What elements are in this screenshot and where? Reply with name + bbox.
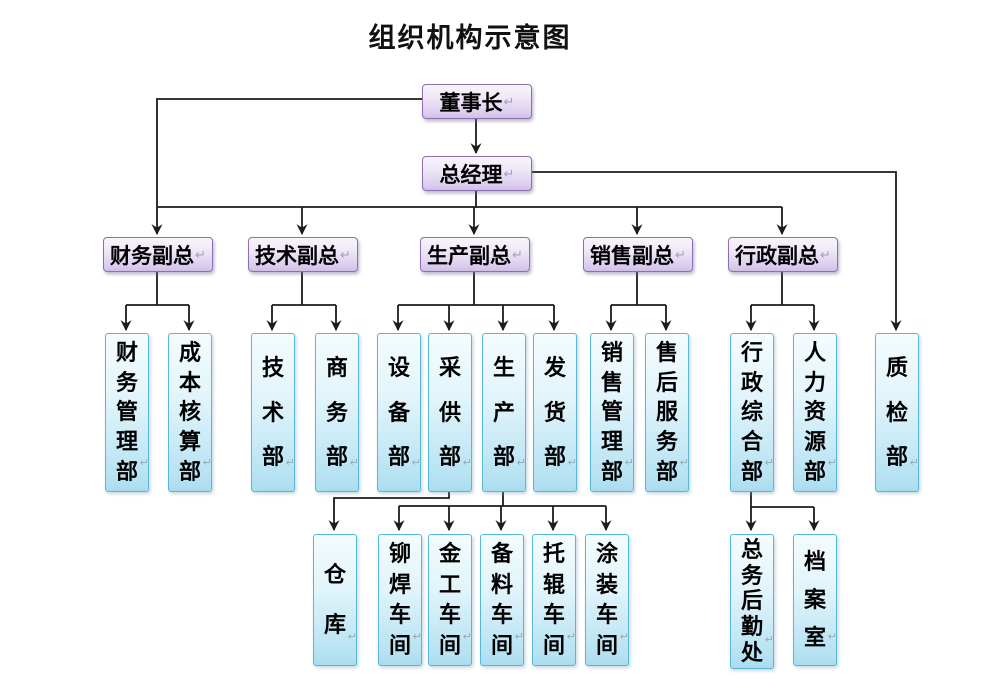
node-label: 托辊车间: [542, 541, 565, 658]
node-label: 金工车间: [438, 541, 461, 658]
node-label: 行政综合部: [740, 339, 763, 485]
paragraph-mark-icon: ↵: [567, 457, 577, 469]
paragraph-mark-icon: ↵: [195, 246, 206, 262]
paragraph-mark-icon: ↵: [202, 457, 212, 469]
paragraph-mark-icon: ↵: [411, 457, 421, 469]
node-dept-production: 生产部↵: [482, 333, 526, 492]
paragraph-mark-icon: ↵: [462, 631, 472, 643]
paragraph-mark-icon: ↵: [503, 93, 515, 109]
node-label: 技术部: [261, 354, 284, 470]
node-chairman: 董事长↵: [422, 84, 532, 119]
node-dept-purchasing: 采供部↵: [428, 333, 472, 492]
paragraph-mark-icon: ↵: [514, 631, 524, 643]
paragraph-mark-icon: ↵: [827, 457, 837, 469]
node-label: 财务副总: [110, 244, 195, 268]
paragraph-mark-icon: ↵: [340, 246, 351, 262]
node-general-manager: 总经理↵: [422, 156, 532, 191]
paragraph-mark-icon: ↵: [675, 246, 686, 262]
node-label: 采供部: [438, 354, 461, 470]
paragraph-mark-icon: ↵: [512, 246, 523, 262]
node-dept-after-sales: 售后服务部↵: [645, 333, 689, 492]
paragraph-mark-icon: ↵: [827, 631, 837, 643]
node-dept-shipping: 发货部↵: [533, 333, 577, 492]
paragraph-mark-icon: ↵: [462, 457, 472, 469]
paragraph-mark-icon: ↵: [139, 457, 149, 469]
node-workshop-materials: 备料车间↵: [480, 534, 524, 666]
node-vp-tech: 技术副总↵: [248, 237, 358, 272]
node-label: 售后服务部: [655, 339, 678, 485]
chart-title: 组织机构示意图: [368, 23, 572, 53]
node-workshop-metalwork: 金工车间↵: [428, 534, 472, 666]
node-dept-tech: 技术部↵: [251, 333, 295, 492]
node-label: 总务后勤处: [740, 536, 763, 666]
node-label: 铆焊车间: [388, 541, 411, 658]
node-label: 发货部: [543, 354, 566, 470]
node-vp-finance: 财务副总↵: [103, 237, 213, 272]
paragraph-mark-icon: ↵: [412, 631, 422, 643]
node-label: 备料车间: [490, 541, 513, 658]
node-warehouse: 仓库↵: [313, 534, 357, 666]
paragraph-mark-icon: ↵: [820, 246, 831, 262]
node-dept-sales-mgmt: 销售管理部↵: [590, 333, 634, 492]
node-label: 档案室: [803, 549, 826, 650]
node-vp-admin: 行政副总↵: [728, 237, 838, 272]
node-workshop-painting: 涂装车间↵: [585, 534, 629, 666]
node-vp-production: 生产副总↵: [420, 237, 530, 272]
paragraph-mark-icon: ↵: [503, 165, 515, 181]
paragraph-mark-icon: ↵: [679, 457, 689, 469]
node-label: 行政副总: [735, 244, 820, 268]
node-label: 销售管理部: [600, 339, 623, 485]
paragraph-mark-icon: ↵: [566, 631, 576, 643]
node-label: 技术副总: [255, 244, 340, 268]
node-dept-cost-accounting: 成本核算部↵: [168, 333, 212, 492]
paragraph-mark-icon: ↵: [619, 631, 629, 643]
node-label: 成本核算部: [178, 339, 201, 485]
node-label: 生产部: [492, 354, 515, 470]
node-label: 财务管理部: [115, 339, 138, 485]
node-office-logistics: 总务后勤处↵: [730, 534, 774, 669]
paragraph-mark-icon: ↵: [764, 634, 774, 646]
node-dept-hr: 人力资源部↵: [793, 333, 837, 492]
node-label: 设备部: [387, 354, 410, 470]
paragraph-mark-icon: ↵: [624, 457, 634, 469]
paragraph-mark-icon: ↵: [909, 457, 919, 469]
node-label: 生产副总: [427, 244, 512, 268]
node-label: 质检部: [885, 354, 908, 470]
paragraph-mark-icon: ↵: [349, 457, 359, 469]
node-label: 总经理: [439, 163, 503, 187]
node-label: 销售副总: [590, 244, 675, 268]
node-label: 人力资源部: [803, 339, 826, 485]
node-dept-equipment: 设备部↵: [377, 333, 421, 492]
paragraph-mark-icon: ↵: [347, 631, 357, 643]
node-workshop-roller: 托辊车间↵: [532, 534, 576, 666]
node-label: 董事长: [439, 91, 503, 115]
node-label: 涂装车间: [595, 541, 618, 658]
paragraph-mark-icon: ↵: [285, 457, 295, 469]
node-workshop-riveting: 铆焊车间↵: [378, 534, 422, 666]
node-dept-admin-general: 行政综合部↵: [730, 333, 774, 492]
node-label: 商务部: [325, 354, 348, 470]
node-label: 仓库: [323, 561, 346, 638]
paragraph-mark-icon: ↵: [516, 457, 526, 469]
paragraph-mark-icon: ↵: [764, 457, 774, 469]
node-vp-sales: 销售副总↵: [583, 237, 693, 272]
node-dept-qc: 质检部↵: [875, 333, 919, 492]
node-office-archive: 档案室↵: [793, 534, 837, 666]
node-dept-finance-mgmt: 财务管理部↵: [105, 333, 149, 492]
node-dept-business: 商务部↵: [315, 333, 359, 492]
